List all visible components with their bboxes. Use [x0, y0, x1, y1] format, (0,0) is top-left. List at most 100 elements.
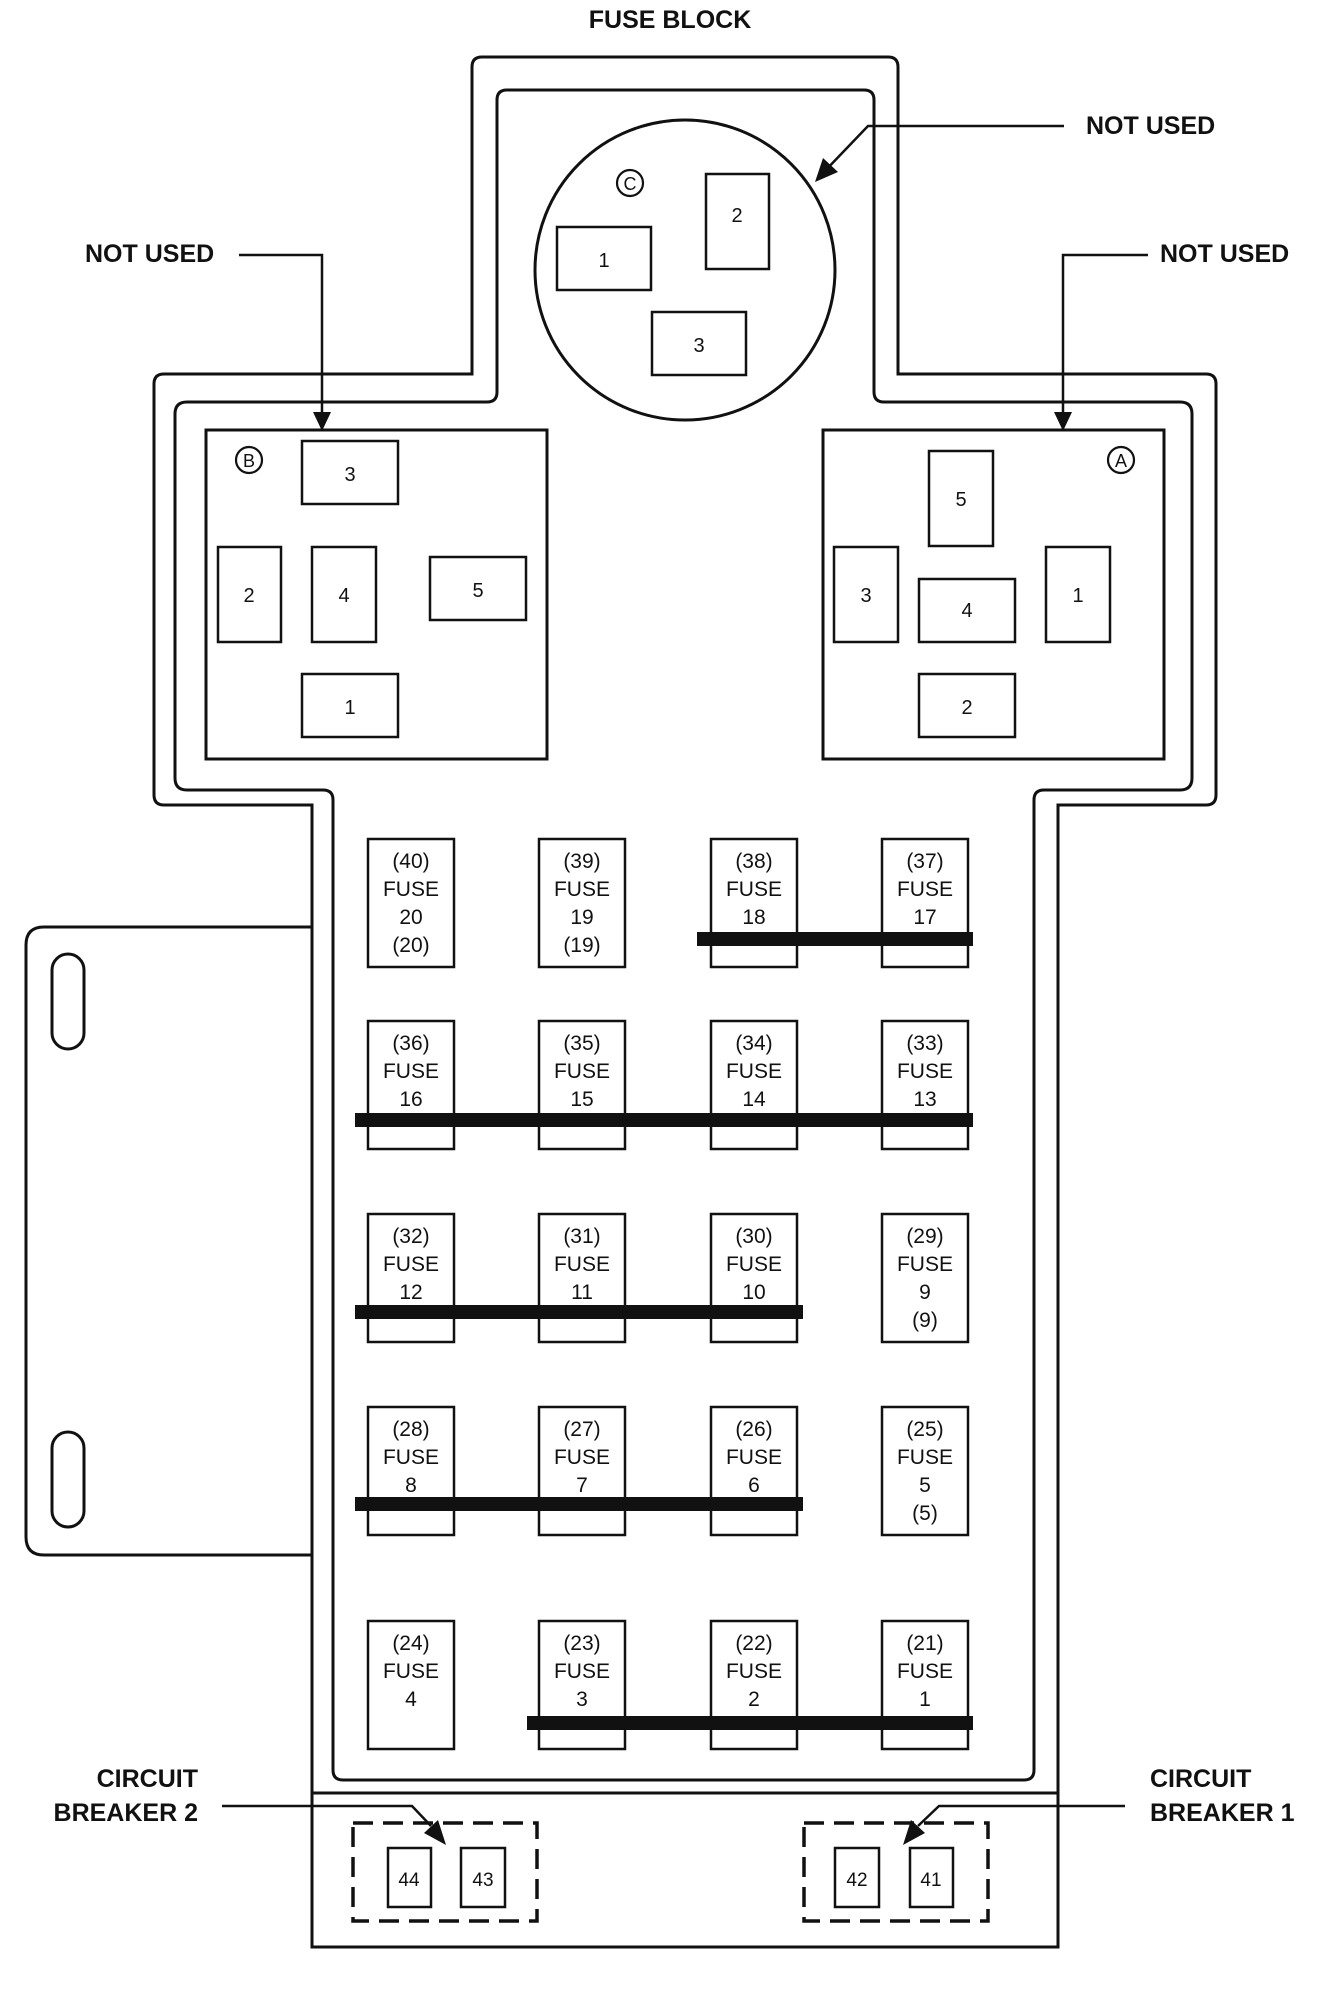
fuse-cavity-21-line-3: 1 — [919, 1688, 931, 1711]
fuse-cavity-39-line-3: 19 — [570, 906, 593, 929]
fuse-cavity-22-line-3: 2 — [748, 1688, 760, 1711]
relay-b-cavity-1 — [300, 672, 400, 739]
fuse-cavity-37-line-3: 17 — [913, 906, 936, 929]
fuse-cavity-35 — [537, 1019, 627, 1151]
relay-b-cavity-3-label: 3 — [344, 464, 355, 486]
fuse-cavity-21-line-1: (21) — [906, 1632, 943, 1655]
not-used-top-arrowhead — [815, 158, 838, 182]
fuse-cavity-37-line-2: FUSE — [897, 878, 953, 901]
not-used-top-label: NOT USED — [1086, 112, 1215, 140]
circuit-breaker-1-label-line1: CIRCUIT — [1150, 1765, 1251, 1793]
relay-b-cavity-5-label: 5 — [472, 580, 483, 602]
fuse-cavity-36-line-3: 16 — [399, 1088, 422, 1111]
fuse-cavity-32-line-3: 12 — [399, 1281, 422, 1304]
relay-c-cavity-1-label: 1 — [598, 250, 609, 272]
fuse-cavity-28-line-1: (28) — [392, 1418, 429, 1441]
fuse-cavity-31 — [537, 1212, 627, 1344]
fuse-cavity-24 — [366, 1619, 456, 1751]
fuse-cavity-34-line-2: FUSE — [726, 1060, 782, 1083]
fuse-cavity-28 — [366, 1405, 456, 1537]
fuse-cavity-22-line-1: (22) — [735, 1632, 772, 1655]
fuse-cavity-35-line-1: (35) — [563, 1032, 600, 1055]
circuit-breaker-2-arrowhead — [424, 1820, 446, 1845]
fuse-cavity-26-line-2: FUSE — [726, 1446, 782, 1469]
cavity-44-label: 44 — [398, 1870, 420, 1891]
fuse-cavity-29-line-1: (29) — [906, 1225, 943, 1248]
relay-a-cavity-5 — [927, 449, 995, 548]
relay-a-cavity-2-label: 2 — [961, 697, 972, 719]
fuse-cavity-31-line-3: 11 — [571, 1281, 593, 1304]
relay-c-cavity-3 — [650, 310, 748, 377]
bus-bar-row-5 — [527, 1716, 973, 1730]
fuse-cavity-33-line-2: FUSE — [897, 1060, 953, 1083]
fuse-cavity-23-line-3: 3 — [576, 1688, 588, 1711]
fuse-cavity-33-line-1: (33) — [906, 1032, 943, 1055]
mounting-bracket — [24, 925, 312, 1557]
fuse-cavity-29-line-3: 9 — [919, 1281, 931, 1304]
fuse-cavity-37-line-1: (37) — [906, 850, 943, 873]
fuse-cavity-38-line-1: (38) — [735, 850, 772, 873]
cavity-43-label: 43 — [472, 1870, 493, 1891]
relay-a-cavity-4-label: 4 — [961, 600, 972, 622]
circuit-breaker-2-cavity-44 — [386, 1846, 433, 1909]
fuse-cavity-32 — [366, 1212, 456, 1344]
circuit-breaker-1-cavity-41 — [908, 1846, 955, 1909]
housing-inner-outline — [173, 88, 1194, 1782]
circuit-breaker-2-leader — [222, 1804, 432, 1827]
bus-bars — [355, 932, 973, 1730]
fuse-cavity-39-line-1: (39) — [563, 850, 600, 873]
fuse-cavity-36 — [366, 1019, 456, 1151]
not-used-right-arrowhead — [1054, 412, 1072, 431]
fuse-cavity-25-line-3: 5 — [919, 1474, 931, 1497]
fuse-cavity-29-line-2: FUSE — [897, 1253, 953, 1276]
fuse-cavity-29 — [880, 1212, 970, 1344]
fuse-cavity-23-line-2: FUSE — [554, 1660, 610, 1683]
relay-block-b-letter-ring — [234, 445, 264, 475]
fuse-cavity-40-line-1: (40) — [392, 850, 429, 873]
fuse-cavity-35-line-3: 15 — [570, 1088, 593, 1111]
relay-c-cavity-2-label: 2 — [731, 205, 742, 227]
fuse-cavity-26-line-3: 6 — [748, 1474, 760, 1497]
fuse-cavity-30-line-3: 10 — [742, 1281, 765, 1304]
relay-a-cavity-2 — [917, 672, 1017, 739]
relay-b-cavity-3 — [300, 439, 400, 506]
circuit-breaker-1-label-line2: BREAKER 1 — [1150, 1799, 1295, 1827]
fuse-cavity-26 — [709, 1405, 799, 1537]
relay-a-cavity-1-label: 1 — [1072, 585, 1083, 607]
fuse-cavity-26-line-1: (26) — [735, 1418, 772, 1441]
fuse-cavity-33 — [880, 1019, 970, 1151]
not-used-left-label: NOT USED — [85, 240, 214, 268]
fuse-grid: (40)FUSE20(20)(39)FUSE19(19)(38)FUSE18(3… — [366, 837, 970, 1751]
not-used-left-leader — [239, 253, 324, 414]
housing-outer-outline — [152, 55, 1218, 1949]
relay-block-c-letter-ring — [615, 168, 645, 198]
fuse-cavity-34-line-3: 14 — [742, 1088, 766, 1111]
fuse-cavity-36-line-2: FUSE — [383, 1060, 439, 1083]
fuse-cavity-34-line-1: (34) — [735, 1032, 772, 1055]
fuse-cavity-28-line-3: 8 — [405, 1474, 417, 1497]
fuse-cavity-25 — [880, 1405, 970, 1537]
fuse-cavity-32-line-2: FUSE — [383, 1253, 439, 1276]
relay-a-cavity-5-label: 5 — [955, 489, 966, 511]
fuse-cavity-39-line-4: (19) — [563, 934, 600, 957]
fuse-cavity-28-line-2: FUSE — [383, 1446, 439, 1469]
relay-a-cavity-3-label: 3 — [860, 585, 871, 607]
bus-bar-row-1 — [697, 932, 973, 946]
circuit-breaker-1-cavity-42 — [833, 1846, 881, 1909]
cavity-42-label: 42 — [846, 1870, 867, 1891]
fuse-cavity-23-line-1: (23) — [563, 1632, 600, 1655]
circuit-breaker-1-leader — [917, 1804, 1125, 1827]
fuse-cavity-33-line-3: 13 — [913, 1088, 936, 1111]
cavity-41-label: 41 — [920, 1870, 941, 1891]
not-used-right-leader — [1061, 253, 1148, 414]
fuse-cavity-39 — [537, 837, 627, 969]
relay-a-cavity-4 — [917, 577, 1017, 644]
relay-b-cavity-4-label: 4 — [338, 585, 349, 607]
relay-block-b-letter: B — [243, 451, 255, 471]
circuit-breaker-2-label-line1: CIRCUIT — [97, 1765, 198, 1793]
fuse-cavity-34 — [709, 1019, 799, 1151]
diagram-title: FUSE BLOCK — [589, 6, 752, 34]
fuse-cavity-40-line-4: (20) — [392, 934, 429, 957]
